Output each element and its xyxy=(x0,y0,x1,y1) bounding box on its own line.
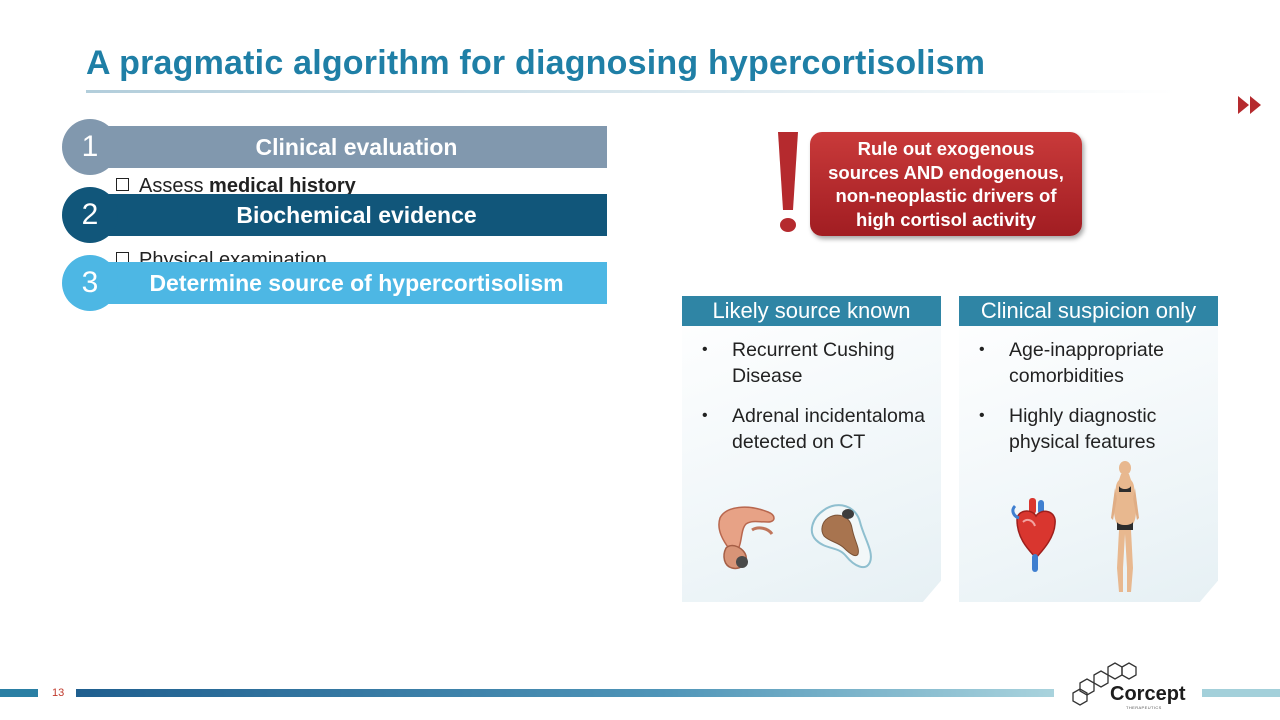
step-3-label: Determine source of hypercortisolism xyxy=(149,269,564,296)
page-number: 13 xyxy=(52,687,65,699)
step-2-label: Biochemical evidence xyxy=(236,201,477,228)
exclamation-icon xyxy=(778,132,798,232)
logo-subtitle: THERAPEUTICS xyxy=(1126,705,1162,710)
pituitary-ct-icon xyxy=(810,504,872,569)
rule-out-alert-box: Rule out exogenous sources AND endogenou… xyxy=(810,132,1082,236)
heart-icon xyxy=(1011,498,1056,572)
adrenal-gland-icon xyxy=(718,506,775,570)
next-slide-icon[interactable] xyxy=(1238,96,1264,114)
card-title: Likely source known xyxy=(682,296,941,326)
list-item: Highly diagnostic physical features xyxy=(977,403,1209,455)
footer-bar xyxy=(76,689,1054,697)
list-item: Age-inappropriate comorbidities xyxy=(977,337,1209,389)
step-detail-physical: Physical examination xyxy=(116,248,327,262)
step-1-bar[interactable]: Clinical evaluation xyxy=(96,126,607,168)
checkbox-icon xyxy=(116,252,129,262)
footer-bar-left xyxy=(0,689,38,697)
alert-line-3: non-neoplastic drivers of xyxy=(835,185,1057,206)
card-clinical-suspicion-only: Clinical suspicion only Age-inappropriat… xyxy=(959,296,1218,602)
list-item: Recurrent Cushing Disease xyxy=(700,337,932,389)
step-3-bar[interactable]: Determine source of hypercortisolism xyxy=(96,262,607,304)
step-detail-assess: Assess medical history xyxy=(116,174,356,196)
footer-bar-right xyxy=(1202,689,1280,697)
logo-name: Corcept xyxy=(1110,683,1186,705)
alert-line-4: high cortisol activity xyxy=(856,208,1036,230)
title-underline xyxy=(86,90,1176,93)
body-figure-icon xyxy=(1111,461,1139,592)
card-list: Recurrent Cushing Disease Adrenal incide… xyxy=(700,337,932,469)
slide-title: A pragmatic algorithm for diagnosing hyp… xyxy=(86,44,986,82)
card-list: Age-inappropriate comorbidities Highly d… xyxy=(977,337,1209,469)
card-likely-source-known: Likely source known Recurrent Cushing Di… xyxy=(682,296,941,602)
step-1-number: 1 xyxy=(62,119,118,175)
step-1-label: Clinical evaluation xyxy=(255,133,458,160)
alert-line-2: sources AND endogenous, xyxy=(828,161,1064,183)
corcept-logo-icon xyxy=(1072,662,1137,706)
step-2-bar[interactable]: Biochemical evidence xyxy=(96,194,607,236)
checkbox-icon xyxy=(116,178,129,191)
list-item: Adrenal incidentaloma detected on CT xyxy=(700,403,932,455)
card-title: Clinical suspicion only xyxy=(959,296,1218,326)
step-2-number: 2 xyxy=(62,187,118,243)
alert-line-1: Rule out exogenous xyxy=(857,138,1035,159)
step-3-number: 3 xyxy=(62,255,118,311)
